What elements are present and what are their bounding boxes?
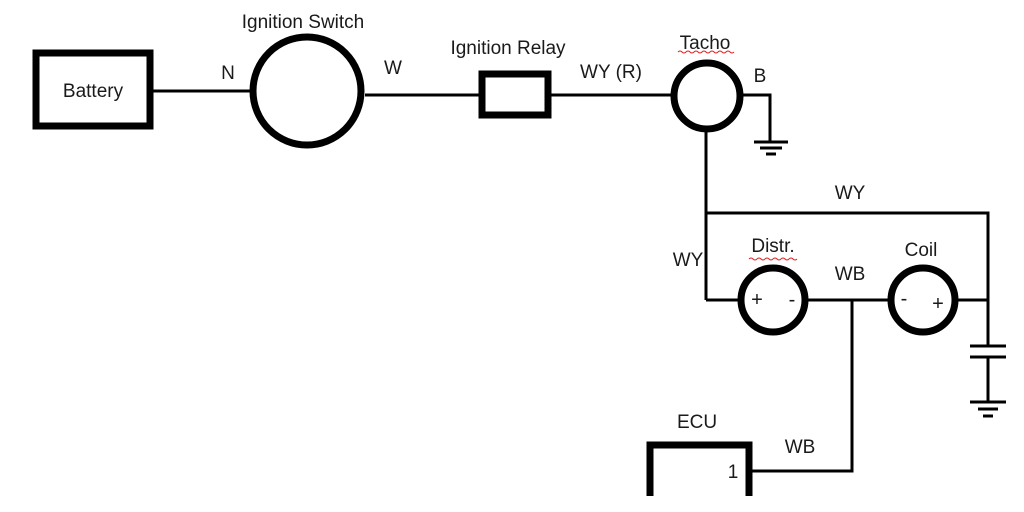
wire-label-b: B [754,66,767,87]
ignition-relay-label: Ignition Relay [450,38,566,59]
ignition-relay-box [478,70,552,119]
wire-label-wy-left: WY [673,250,704,271]
ecu-label: ECU [677,412,717,433]
wire-label-wb: WB [835,264,866,285]
wire-top-bus [706,211,990,300]
spellcheck-underline-distr [748,257,798,261]
distributor-circle [737,264,809,336]
distributor-plus-terminal: + [751,289,763,311]
coil-minus-terminal: - [901,288,908,310]
spellcheck-underline-tacho [677,50,735,54]
wire-label-w: W [384,58,402,79]
tacho-circle [670,59,744,133]
wire-to-ecu [752,300,854,473]
wire-label-wy-top: WY [835,183,866,204]
ignition-switch-circle [249,33,365,149]
coil-circle [887,264,959,336]
wire-label-n: N [221,63,235,84]
tacho-label: Tacho [680,33,731,54]
wire-tacho-ground [742,93,772,141]
ground-icon [754,140,788,156]
distributor-minus-terminal: - [789,289,796,311]
ecu-pin-label: 1 [728,462,739,483]
wire-label-wb-ecu: WB [785,437,816,458]
distributor-label: Distr. [751,236,794,257]
battery-box [32,49,154,130]
ecu-box [646,441,753,496]
coil-plus-terminal: + [932,293,944,315]
ignition-switch-label: Ignition Switch [242,12,365,33]
coil-label: Coil [905,240,938,261]
battery-label: Battery [63,81,124,102]
ground-icon [970,400,1006,418]
wire-label-wy-r: WY (R) [580,62,642,83]
capacitor-icon [970,344,1006,359]
